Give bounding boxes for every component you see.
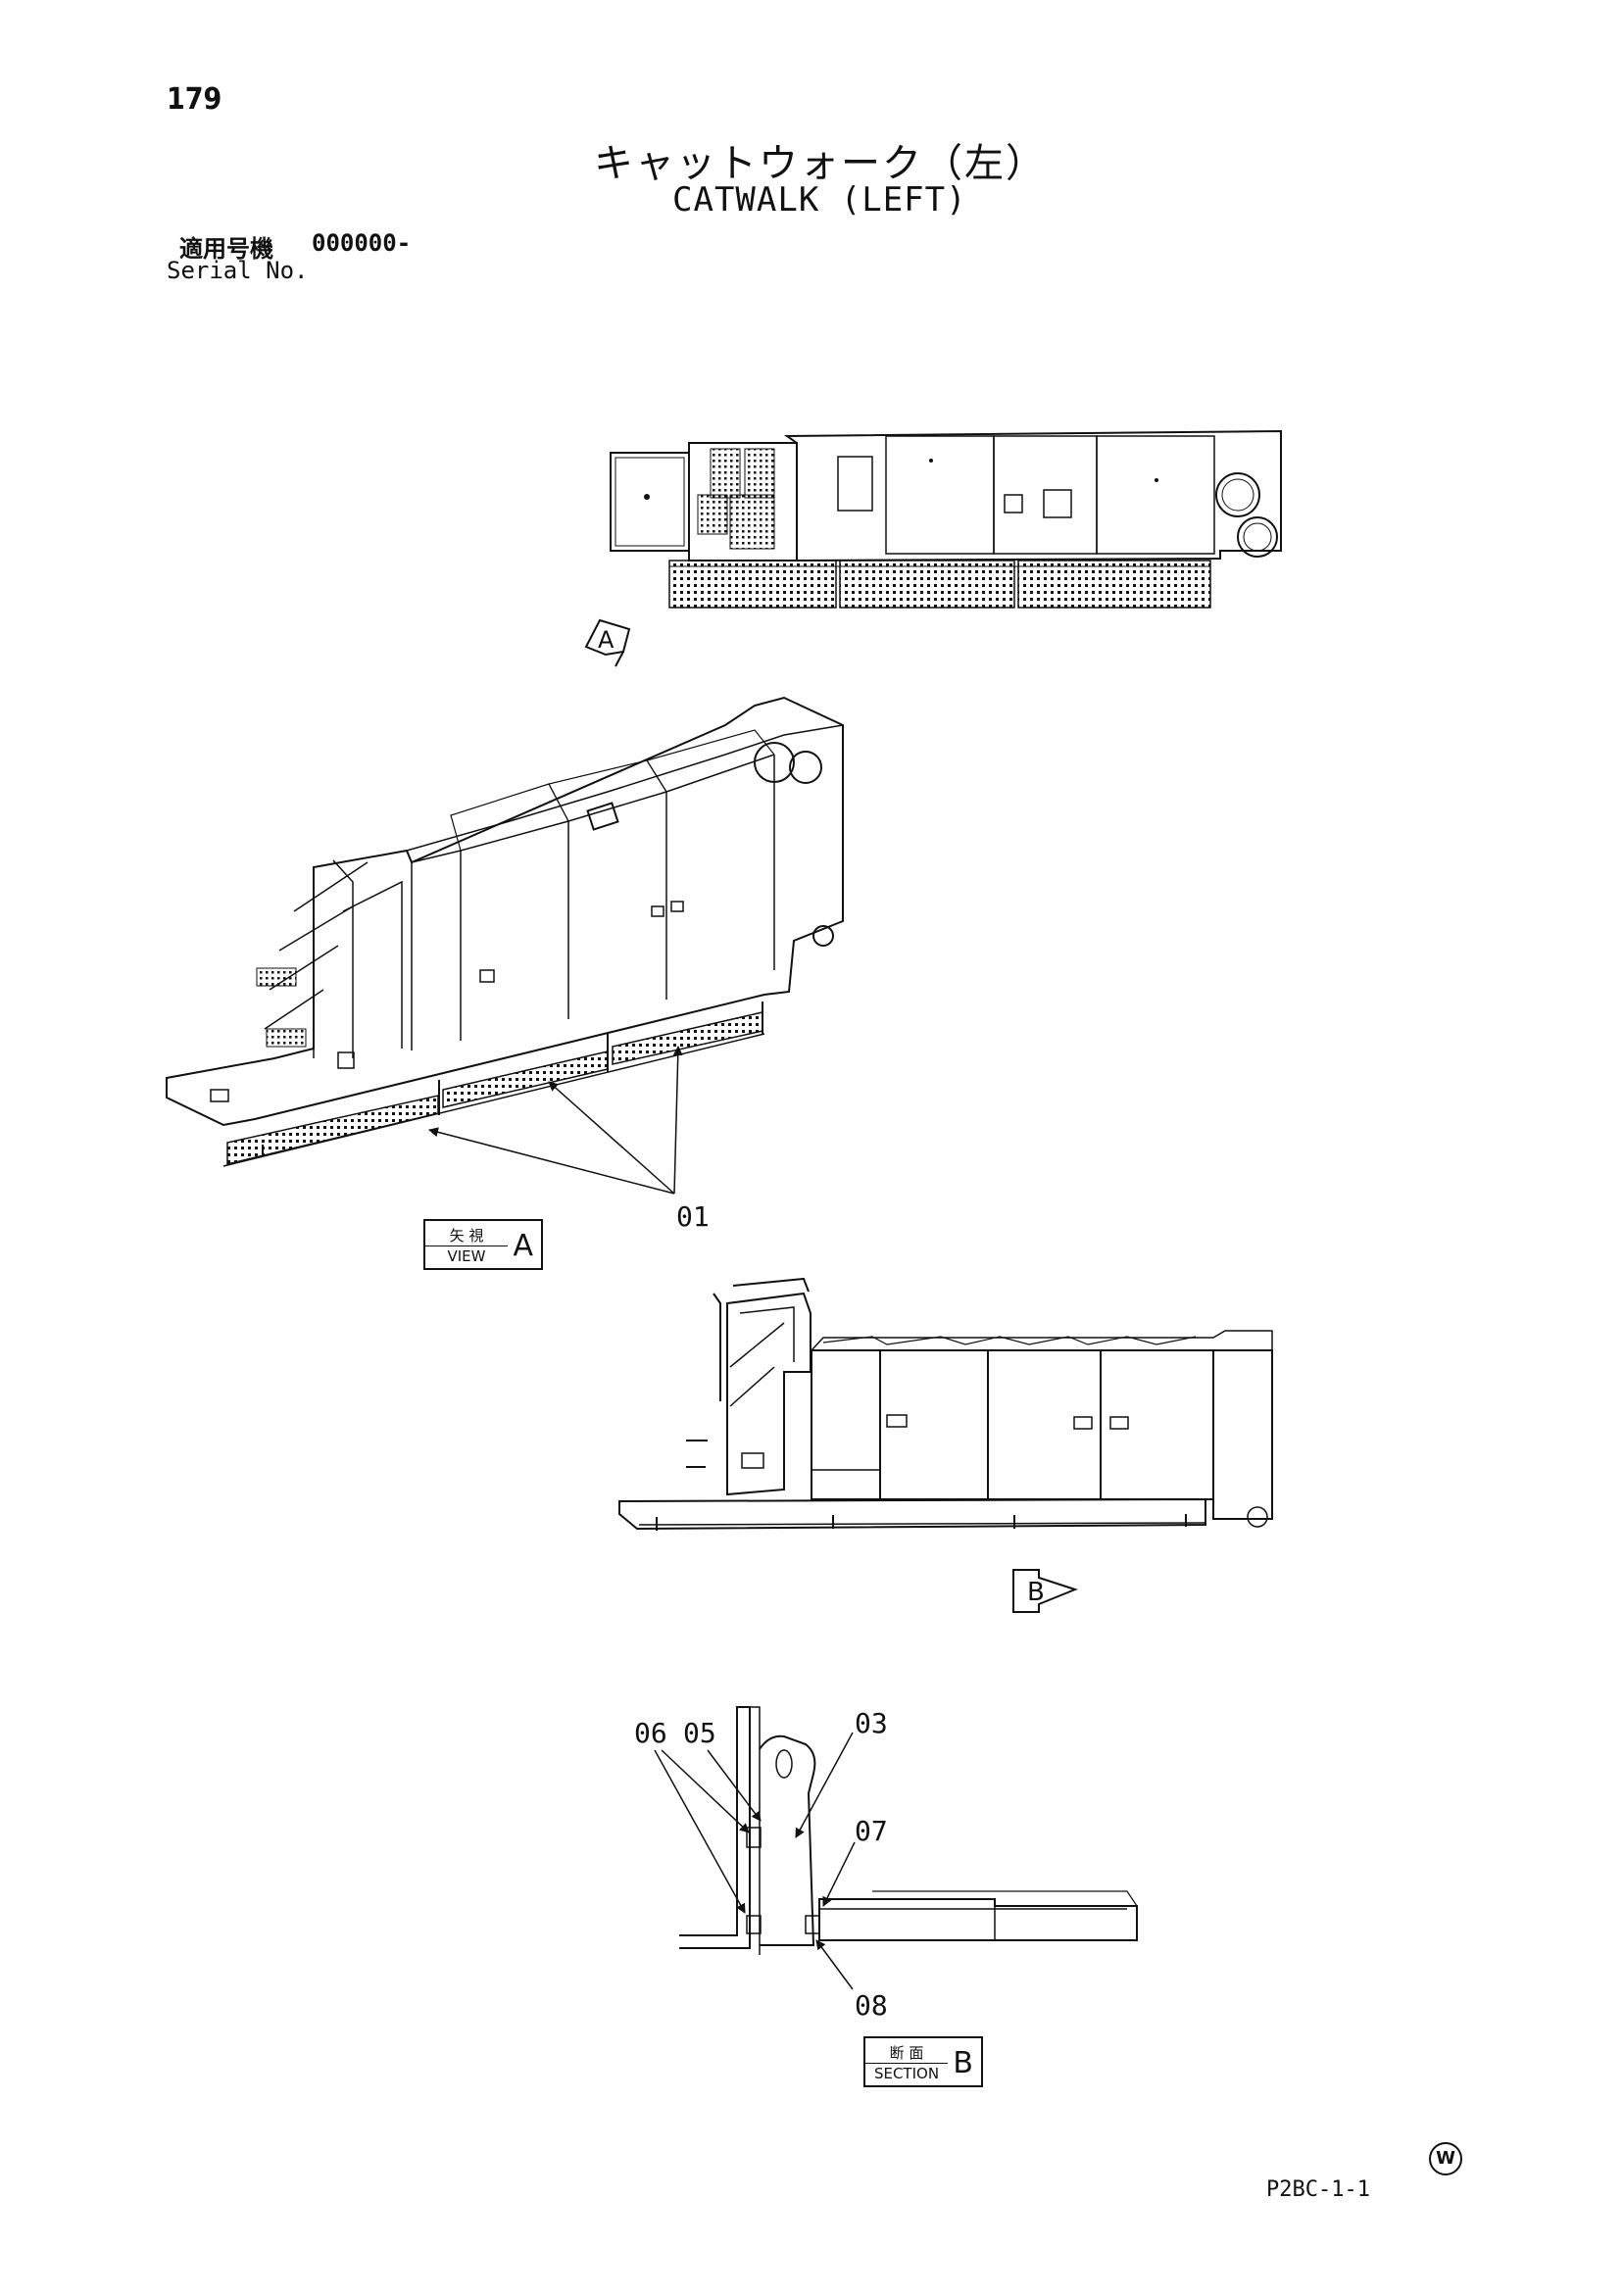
view-a-marker: A: [598, 626, 615, 654]
view-b-marker: B: [1027, 1578, 1045, 1607]
view-a-box-jp: 矢 視: [449, 1227, 484, 1245]
section-b-box-jp: 断 面: [889, 2044, 924, 2062]
w-symbol: W: [1429, 2142, 1462, 2175]
part-label-05: 05: [683, 1717, 716, 1749]
part-label-07: 07: [855, 1815, 888, 1847]
page-number: 179: [167, 82, 222, 117]
view-a-box-en: VIEW: [425, 1246, 508, 1265]
part-label-03: 03: [855, 1707, 888, 1739]
section-b-box-letter: B: [953, 2046, 973, 2080]
section-b-box-en: SECTION: [865, 2063, 948, 2082]
title-japanese: キャットウォーク（左）: [594, 141, 1047, 186]
section-b-view: [654, 1706, 1138, 1990]
top-view: [584, 429, 1282, 667]
isometric-view: [166, 696, 844, 1195]
serial-number-value: 000000-: [312, 229, 412, 257]
serial-label-japanese: 適用号機: [179, 235, 273, 263]
view-a-box: 矢 視 VIEW A: [423, 1219, 543, 1270]
view-a-box-letter: A: [513, 1229, 533, 1263]
title-english: CATWALK (LEFT): [672, 180, 967, 220]
side-view: [618, 1277, 1273, 1613]
part-label-06: 06: [634, 1717, 667, 1749]
section-b-box: 断 面 SECTION B: [863, 2036, 983, 2087]
serial-label-english: Serial No.: [167, 257, 309, 284]
part-label-01: 01: [676, 1200, 710, 1233]
part-label-08: 08: [855, 1989, 888, 2022]
reference-code: P2BC-1-1: [1266, 2177, 1370, 2202]
